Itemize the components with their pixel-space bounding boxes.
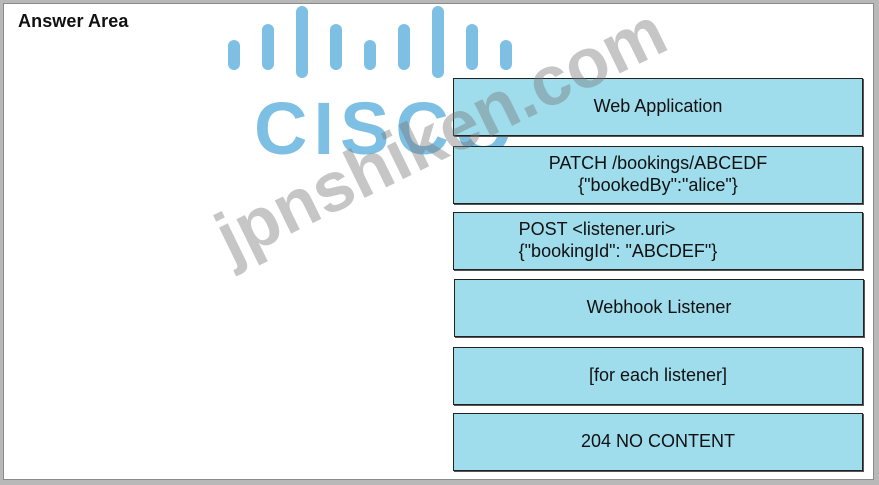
option-204-no-content[interactable]: 204 NO CONTENT xyxy=(453,413,863,471)
option-body: {"bookedBy":"alice"} xyxy=(578,175,738,195)
option-label: PATCH /bookings/ABCEDF xyxy=(548,153,768,174)
option-label: 204 NO CONTENT xyxy=(580,431,736,452)
option-label: Web Application xyxy=(593,96,723,117)
answer-area-title: Answer Area xyxy=(18,11,129,31)
option-label: Webhook Listener xyxy=(586,297,732,318)
option-post-listener[interactable]: POST <listener.uri> {"bookingId": "ABCDE… xyxy=(453,212,863,270)
option-webhook-listener[interactable]: Webhook Listener xyxy=(454,279,864,337)
option-label: [for each listener] xyxy=(588,365,728,386)
option-label: POST <listener.uri> xyxy=(518,219,676,240)
option-web-application[interactable]: Web Application xyxy=(453,78,863,136)
option-for-each-listener[interactable]: [for each listener] xyxy=(453,347,863,405)
option-body: {"bookingId": "ABCDEF"} xyxy=(518,241,718,261)
cisco-bars-icon xyxy=(228,6,512,78)
option-patch-bookings[interactable]: PATCH /bookings/ABCEDF {"bookedBy":"alic… xyxy=(453,146,863,204)
